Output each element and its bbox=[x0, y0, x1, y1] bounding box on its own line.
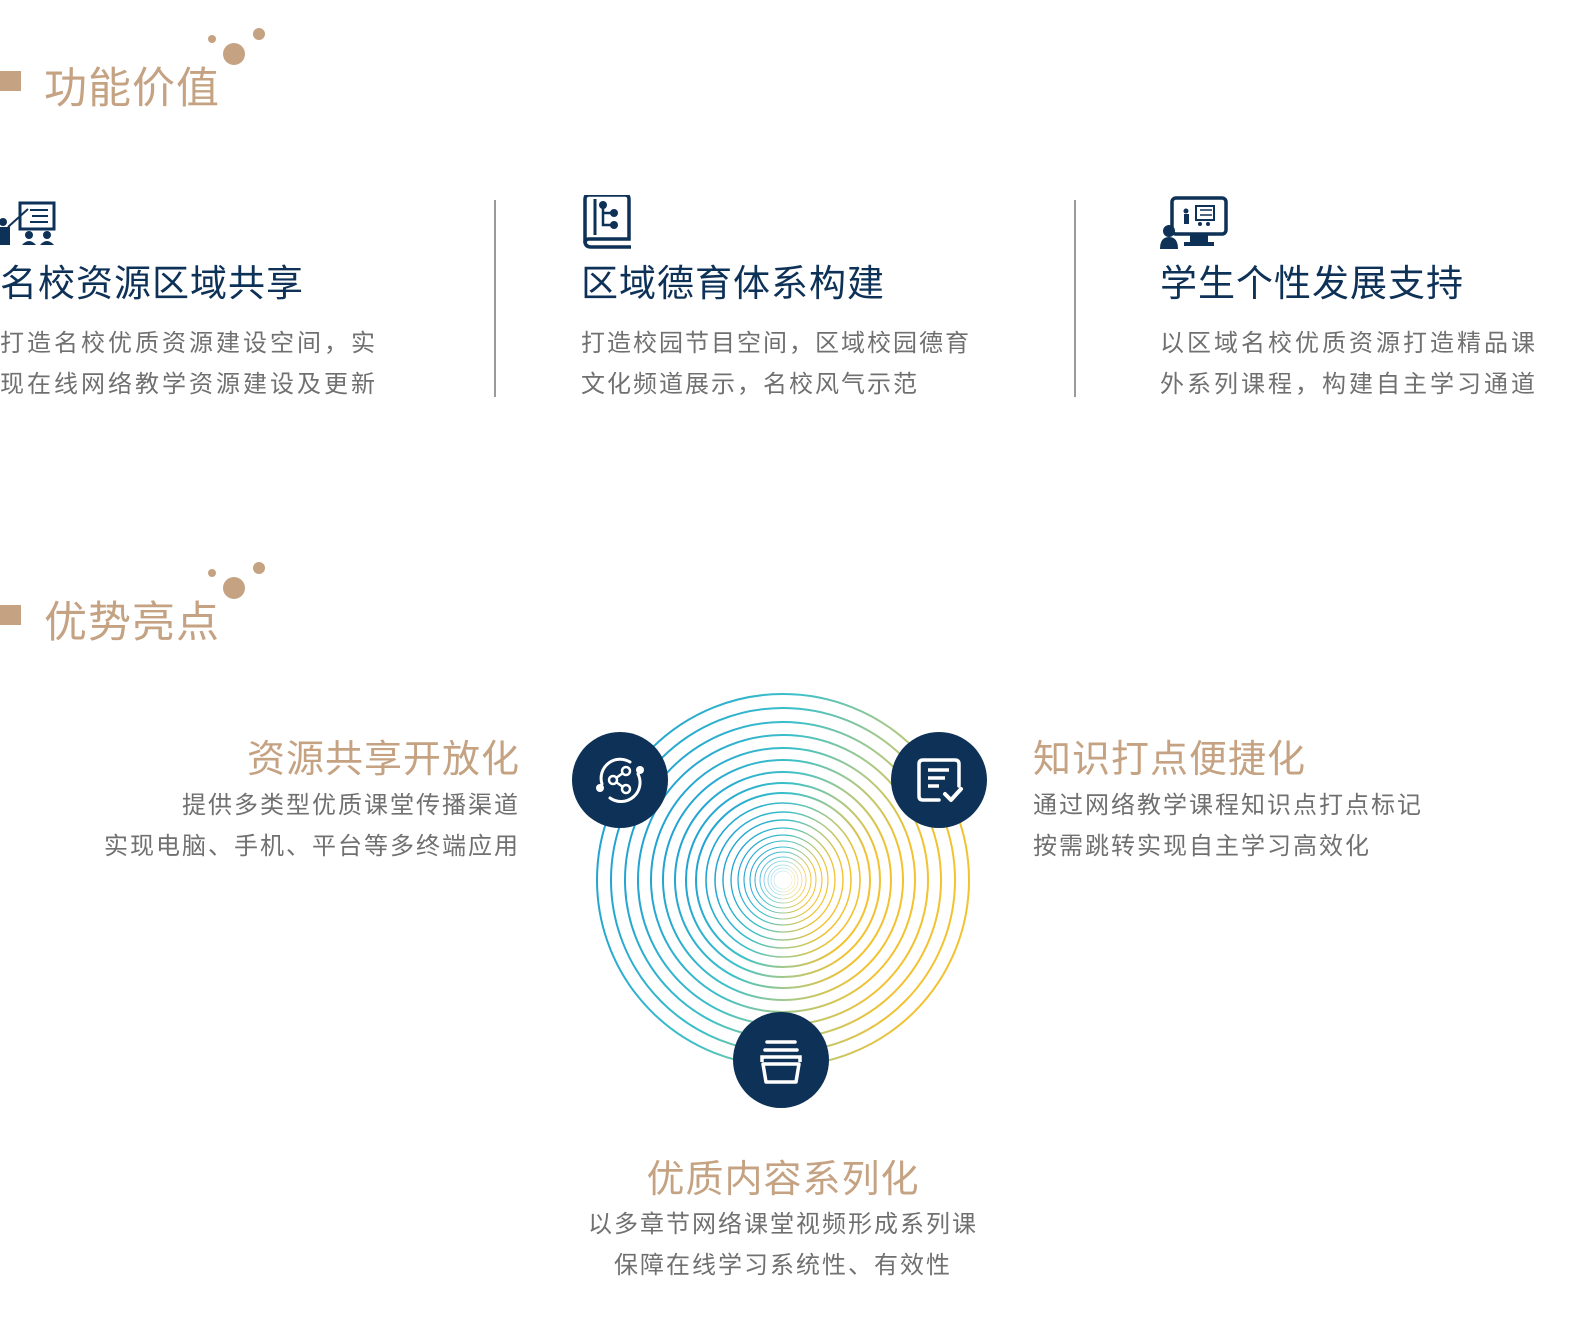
advantage-description: 通过网络教学课程知识点打点标记 按需跳转实现自主学习高效化 bbox=[1033, 785, 1423, 867]
share-cycle-icon-badge bbox=[572, 732, 668, 828]
desc-line: 保障在线学习系统性、有效性 bbox=[614, 1251, 952, 1279]
desc-line: 实现电脑、手机、平台等多终端应用 bbox=[104, 832, 520, 860]
desc-line: 以多章节网络课堂视频形成系列课 bbox=[588, 1210, 978, 1238]
section-heading-advantages: 优势亮点 bbox=[0, 560, 300, 648]
advantage-title: 资源共享开放化 bbox=[246, 737, 520, 781]
feature-title: 区域德育体系构建 bbox=[581, 262, 885, 305]
advantage-title: 知识打点便捷化 bbox=[1033, 737, 1307, 781]
checklist-document-icon-badge bbox=[891, 732, 987, 828]
desc-line: 现在线网络教学资源建设及更新 bbox=[0, 370, 378, 398]
feature-title: 学生个性发展支持 bbox=[1160, 262, 1464, 305]
feature-description: 以区域名校优质资源打造精品课 外系列课程，构建自主学习通道 bbox=[1160, 323, 1538, 405]
desc-line: 按需跳转实现自主学习高效化 bbox=[1033, 832, 1371, 860]
decor-dot-large bbox=[223, 577, 245, 599]
heading-square-marker bbox=[0, 605, 21, 625]
desc-line: 以区域名校优质资源打造精品课 bbox=[1160, 329, 1538, 357]
online-class-monitor-icon bbox=[1160, 195, 1230, 251]
stacked-archive-icon bbox=[760, 1040, 802, 1084]
desc-line: 通过网络教学课程知识点打点标记 bbox=[1033, 791, 1423, 819]
decor-dot-small bbox=[208, 35, 216, 43]
advantage-title: 优质内容系列化 bbox=[646, 1157, 920, 1201]
heading-square-marker bbox=[0, 71, 21, 91]
share-cycle-icon bbox=[596, 757, 644, 803]
decor-dot-medium bbox=[253, 562, 265, 574]
advantage-description: 以多章节网络课堂视频形成系列课 保障在线学习系统性、有效性 bbox=[0, 1204, 1566, 1286]
desc-line: 文化频道展示，名校风气示范 bbox=[581, 370, 919, 398]
book-hierarchy-icon bbox=[581, 193, 651, 251]
stacked-archive-icon-badge bbox=[733, 1012, 829, 1108]
checklist-document-icon bbox=[917, 758, 963, 802]
section-heading-function-value: 功能价值 bbox=[0, 26, 300, 114]
section-title: 优势亮点 bbox=[44, 598, 220, 648]
teacher-presentation-icon bbox=[0, 195, 70, 251]
feature-title: 名校资源区域共享 bbox=[0, 262, 304, 305]
decor-dot-large bbox=[223, 43, 245, 65]
desc-line: 提供多类型优质课堂传播渠道 bbox=[182, 791, 520, 819]
feature-description: 打造校园节目空间，区域校园德育 文化频道展示，名校风气示范 bbox=[581, 323, 971, 405]
feature-description: 打造名校优质资源建设空间，实 现在线网络教学资源建设及更新 bbox=[0, 323, 378, 405]
desc-line: 打造校园节目空间，区域校园德育 bbox=[581, 329, 971, 357]
advantage-description: 提供多类型优质课堂传播渠道 实现电脑、手机、平台等多终端应用 bbox=[104, 785, 520, 867]
column-divider bbox=[1074, 200, 1076, 397]
section-title: 功能价值 bbox=[44, 64, 220, 114]
column-divider bbox=[494, 200, 496, 397]
desc-line: 打造名校优质资源建设空间，实 bbox=[0, 329, 378, 357]
decor-dot-medium bbox=[253, 28, 265, 40]
desc-line: 外系列课程，构建自主学习通道 bbox=[1160, 370, 1538, 398]
decor-dot-small bbox=[208, 569, 216, 577]
